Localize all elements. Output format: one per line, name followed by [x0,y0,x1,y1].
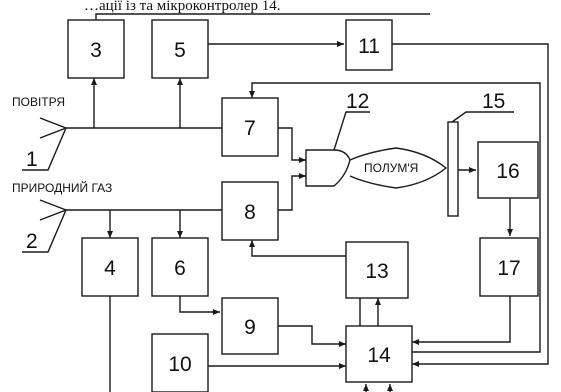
burner-nozzle [305,149,351,187]
block-6: 6 [151,237,209,297]
block-3-number: 3 [90,39,102,62]
gas-inlet-number: 2 [26,230,38,253]
top-caption: …ації із та мікроконтролер 14. [84,0,280,14]
link-17-14 [412,296,511,345]
link-9-14 [278,325,346,347]
block-16-number: 16 [496,160,519,183]
block-14: 14 [345,325,413,383]
sensor-plate [447,121,459,217]
link-8-burner [278,173,306,211]
sensor-number: 15 [482,90,505,113]
block-3: 3 [67,19,125,79]
block-8-number: 8 [244,201,256,224]
block-7: 7 [221,97,279,157]
block-9-number: 9 [244,316,256,339]
line-3-top [95,13,430,20]
block-8: 8 [221,181,279,241]
burner-number: 12 [346,90,369,113]
gas-inlet-arrow [39,199,68,221]
block-10-number: 10 [168,353,191,376]
pointer-15 [451,111,514,123]
pointer-1 [22,127,67,171]
block-9: 9 [221,297,279,355]
air-inlet-arrow [39,117,68,139]
gas-label: ПРИРОДНИЙ ГАЗ [12,180,112,195]
link-7-burner [278,127,306,163]
block-14-number: 14 [367,344,391,367]
block-5-number: 5 [174,39,186,62]
link-6-9 [179,296,220,315]
block-11: 11 [345,19,393,71]
link-11-14 [392,43,549,367]
block-6-number: 6 [174,257,186,280]
flame-label: ПОЛУМ'Я [364,161,418,175]
air-label: ПОВІТРЯ [12,95,65,109]
flame-outline [349,147,448,189]
link-14-7 [249,82,541,353]
block-7-number: 7 [244,117,256,140]
pointer-2 [22,209,67,253]
block-5: 5 [151,19,209,79]
block-16: 16 [477,141,539,199]
pointer-12 [333,111,370,151]
block-4-number: 4 [104,257,116,280]
block-17-number: 17 [497,257,520,280]
block-11-number: 11 [358,35,380,58]
block-10: 10 [151,333,209,392]
block-17: 17 [479,237,539,297]
block-13: 13 [345,241,409,299]
block-13-number: 13 [365,260,388,283]
air-inlet-number: 1 [26,148,38,171]
block-4: 4 [81,237,139,297]
